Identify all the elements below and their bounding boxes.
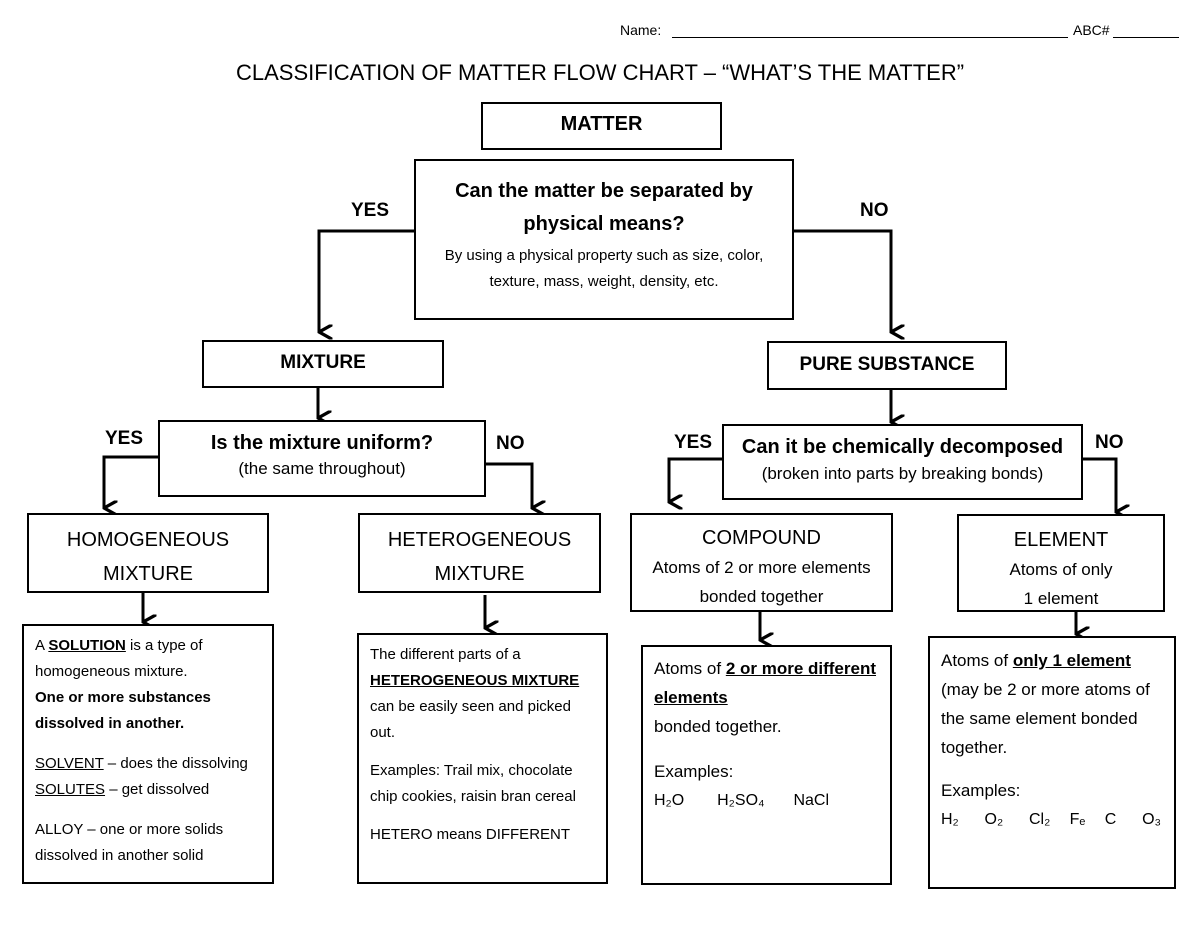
homo-solutes-line: SOLUTES – get dissolved: [35, 777, 262, 803]
compound-title: COMPOUND: [702, 527, 821, 549]
q2-yes-label: YES: [105, 428, 144, 449]
arrow-q1-no: [793, 229, 891, 332]
compound-examples-label: Examples:: [654, 762, 734, 781]
homo-solution-term: SOLUTION: [48, 637, 126, 654]
hetero-meaning: HETERO means DIFFERENT: [370, 826, 571, 843]
homo-solutes-rest: – get dissolved: [105, 781, 210, 798]
name-field[interactable]: [672, 37, 1068, 38]
q1-detail: By using a physical property such as siz…: [444, 247, 764, 290]
compound-desc: Atoms of 2 or more elements bonded toget…: [652, 558, 871, 606]
q1-yes-label: YES: [351, 200, 390, 221]
compound-example: H₂SO₄: [717, 792, 765, 809]
hetero-intro: The different parts of a: [370, 646, 521, 663]
homo-solvent-rest: – does the dissolving: [103, 755, 248, 772]
element-title: ELEMENT: [1013, 529, 1109, 551]
compound-example: H₂O: [654, 792, 685, 809]
matter-box: MATTER: [481, 102, 722, 150]
arrow-q3-yes: [667, 457, 723, 502]
element-examples-row: H₂ O₂ Cl₂ Fₑ C O₃: [941, 805, 1164, 834]
page-title: CLASSIFICATION OF MATTER FLOW CHART – “W…: [235, 60, 965, 85]
element-detail-rest: (may be 2 or more atoms of the same elem…: [941, 680, 1150, 757]
element-desc1: Atoms of only: [1009, 560, 1113, 579]
q3-question: Can it be chemically decomposed: [741, 436, 1064, 458]
abc-field[interactable]: [1113, 37, 1179, 38]
element-detail-box: Atoms of only 1 element (may be 2 or mor…: [928, 636, 1176, 889]
q3-no-label: NO: [1095, 432, 1124, 453]
matter-label: MATTER: [560, 113, 643, 135]
heterogeneous-line1: HETEROGENEOUS: [387, 529, 572, 551]
compound-detail-box: Atoms of 2 or more different elements bo…: [641, 645, 892, 885]
element-example: O₂: [984, 811, 1004, 828]
q2-question: Is the mixture uniform?: [210, 432, 434, 454]
q1-box: Can the matter be separated by physical …: [414, 159, 794, 320]
mixture-label: MIXTURE: [280, 352, 366, 373]
homo-solvent-term: SOLVENT: [35, 755, 104, 772]
compound-example: NaCl: [793, 792, 830, 809]
homo-solutes-term: SOLUTES: [35, 781, 106, 798]
homogeneous-line1: HOMOGENEOUS: [66, 529, 230, 551]
homogeneous-detail-box: A SOLUTION is a type of homogeneous mixt…: [22, 624, 274, 884]
element-desc2: 1 element: [1023, 589, 1099, 608]
element-example: C: [1104, 811, 1117, 828]
homo-solution-text: A SOLUTION is a type of homogeneous mixt…: [35, 633, 262, 685]
q3-box: Can it be chemically decomposed (broken …: [722, 424, 1083, 500]
homogeneous-line2: MIXTURE: [103, 563, 193, 585]
homo-a: A: [35, 637, 49, 654]
q2-detail: (the same throughout): [238, 459, 406, 478]
element-example: Fₑ: [1069, 811, 1086, 828]
mixture-box: MIXTURE: [202, 340, 444, 388]
homo-a-rest: is a type of homogeneous mixture.: [35, 637, 203, 680]
arrow-q1-yes: [317, 229, 414, 332]
compound-detail-rest: bonded together.: [654, 717, 782, 736]
homo-bold-text: One or more substances dissolved in anot…: [35, 689, 211, 732]
compound-box: COMPOUND Atoms of 2 or more elements bon…: [630, 513, 893, 612]
heterogeneous-box: HETEROGENEOUS MIXTURE: [358, 513, 601, 593]
q1-no-label: NO: [860, 200, 889, 221]
compound-detail-prefix: Atoms of: [654, 659, 726, 678]
arrow-q3-no: [1083, 457, 1116, 512]
element-detail-emph: only 1 element: [1012, 651, 1131, 670]
compound-examples-row: H₂O H₂SO₄ NaCl: [654, 786, 880, 815]
hetero-rest: can be easily seen and picked out.: [370, 698, 571, 741]
compound-detail-emph: 2 or more different elements: [654, 659, 877, 707]
element-example: O₃: [1142, 811, 1162, 828]
q3-detail: (broken into parts by breaking bonds): [761, 464, 1044, 483]
heterogeneous-detail-box: The different parts of a HETEROGENEOUS M…: [357, 633, 608, 884]
element-example: Cl₂: [1028, 811, 1051, 828]
q3-yes-label: YES: [674, 432, 713, 453]
element-examples-label: Examples:: [941, 781, 1021, 800]
arrow-q2-yes: [102, 455, 158, 508]
pure-substance-box: PURE SUBSTANCE: [767, 341, 1007, 390]
pure-substance-label: PURE SUBSTANCE: [799, 354, 975, 375]
hetero-term: HETEROGENEOUS MIXTURE: [370, 672, 580, 689]
q2-box: Is the mixture uniform? (the same throug…: [158, 420, 486, 497]
abc-label: ABC#: [1073, 22, 1110, 38]
element-example: H₂: [941, 811, 959, 828]
q2-no-label: NO: [496, 433, 525, 454]
element-detail-prefix: Atoms of: [941, 651, 1013, 670]
element-box: ELEMENT Atoms of only 1 element: [957, 514, 1165, 612]
hetero-examples: Examples: Trail mix, chocolate chip cook…: [370, 762, 576, 805]
homogeneous-box: HOMOGENEOUS MIXTURE: [27, 513, 269, 593]
homo-alloy-text: ALLOY – one or more solids dissolved in …: [35, 821, 224, 864]
homo-solvent-line: SOLVENT – does the dissolving: [35, 751, 262, 777]
arrow-q2-no: [486, 462, 532, 508]
q1-question: Can the matter be separated by physical …: [455, 180, 753, 235]
name-label: Name:: [620, 22, 662, 38]
heterogeneous-line2: MIXTURE: [434, 563, 525, 585]
